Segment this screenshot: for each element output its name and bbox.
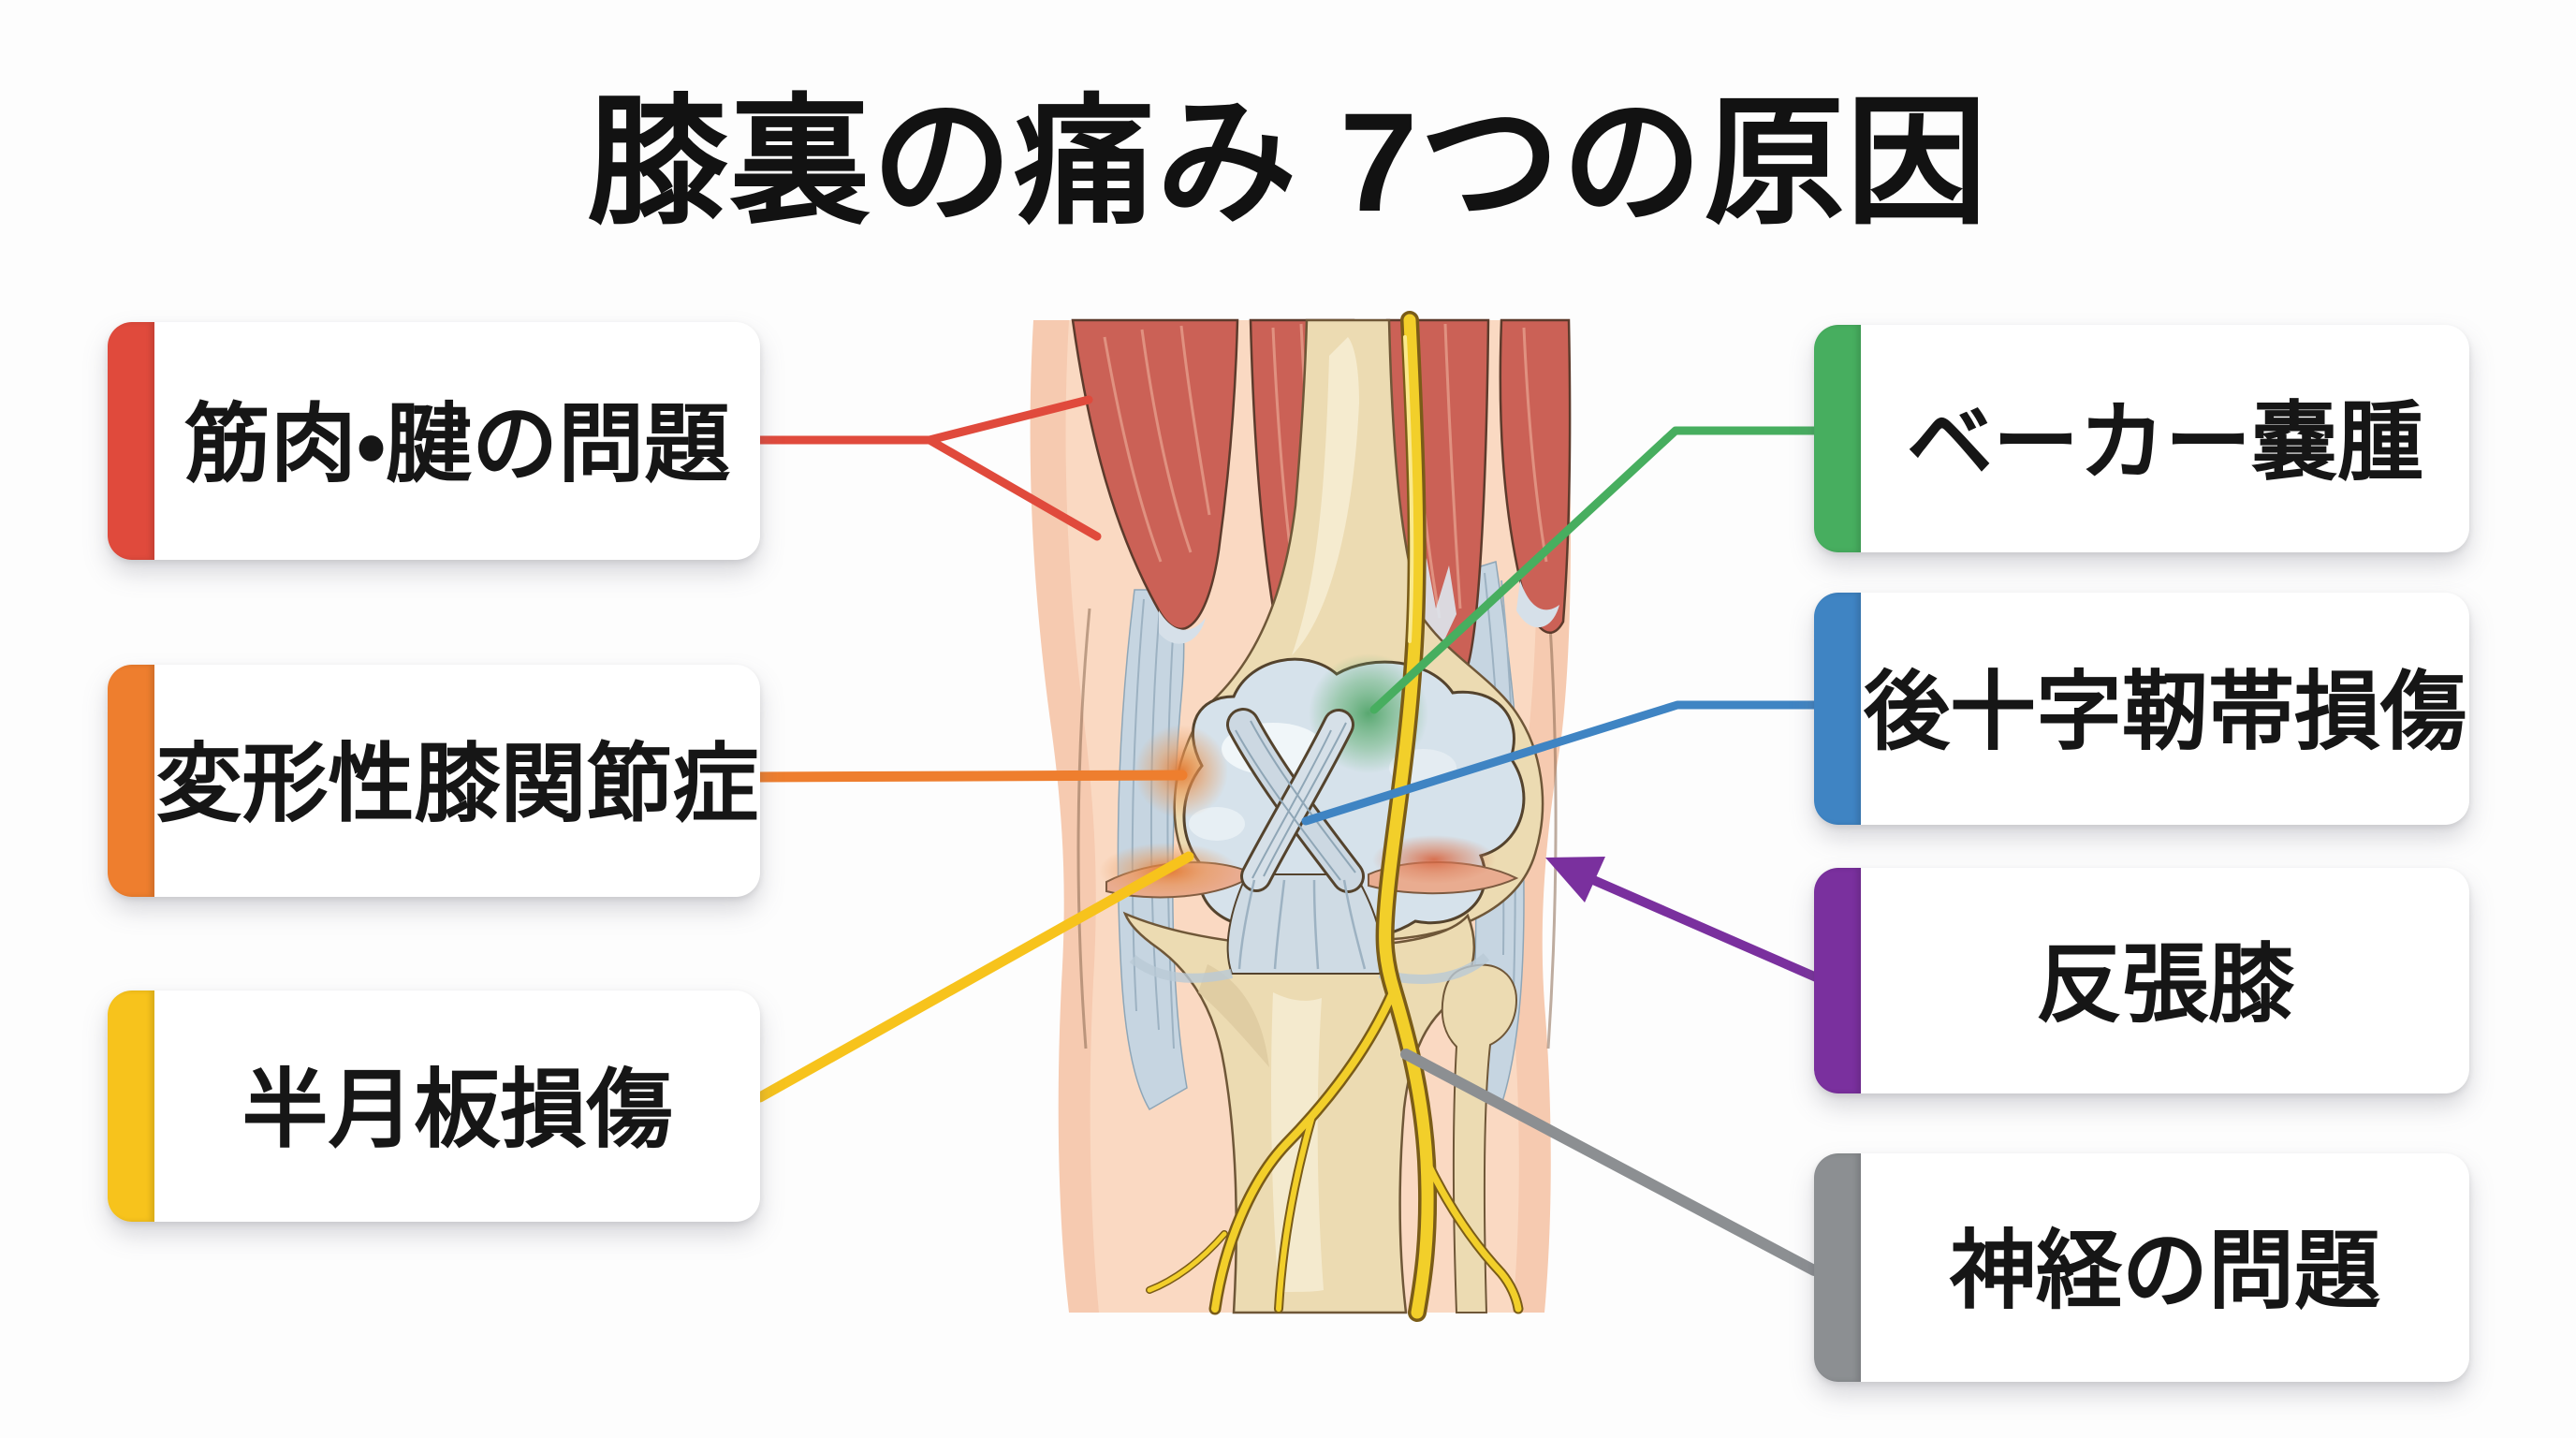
label-text: 半月板損傷	[242, 1062, 673, 1158]
label-text: ベーカー嚢腫	[1906, 394, 2423, 491]
label-box-knee-hyperextension: 反張膝	[1814, 868, 2469, 1093]
label-text: 反張膝	[2035, 936, 2294, 1033]
osteoarthritis-glow	[1134, 725, 1228, 818]
accent-bar-orange	[108, 665, 154, 897]
label-box-muscle-tendon-problem: 筋肉・腱の問題	[108, 322, 760, 560]
accent-bar-purple	[1814, 868, 1861, 1093]
label-text: 筋肉・腱の問題	[183, 397, 731, 492]
label-box-bakers-cyst: ベーカー嚢腫	[1814, 325, 2469, 552]
label-box-pcl-injury: 後十字靭帯損傷	[1814, 593, 2469, 825]
page-title: 膝裏の痛み 7つの原因	[587, 83, 1989, 241]
meniscus-glow-left	[1099, 843, 1237, 899]
knee-illustration	[1030, 311, 1572, 1322]
accent-bar-gray	[1814, 1153, 1861, 1382]
accent-bar-green	[1814, 325, 1861, 552]
label-box-nerve-problem: 神経の問題	[1814, 1153, 2469, 1382]
label-box-meniscus-injury: 半月板損傷	[108, 990, 760, 1222]
label-box-knee-osteoarthritis: 変形性膝関節症	[108, 665, 760, 897]
meniscus-glow-right	[1372, 835, 1496, 884]
accent-bar-blue	[1814, 593, 1861, 825]
connector-hyperextension	[1587, 874, 1825, 984]
accent-bar-red	[108, 322, 154, 560]
accent-bar-yellow	[108, 990, 154, 1222]
label-text: 後十字靭帯損傷	[1863, 665, 2466, 760]
label-text: 神経の問題	[1949, 1224, 2380, 1319]
label-text: 変形性膝関節症	[155, 737, 759, 832]
